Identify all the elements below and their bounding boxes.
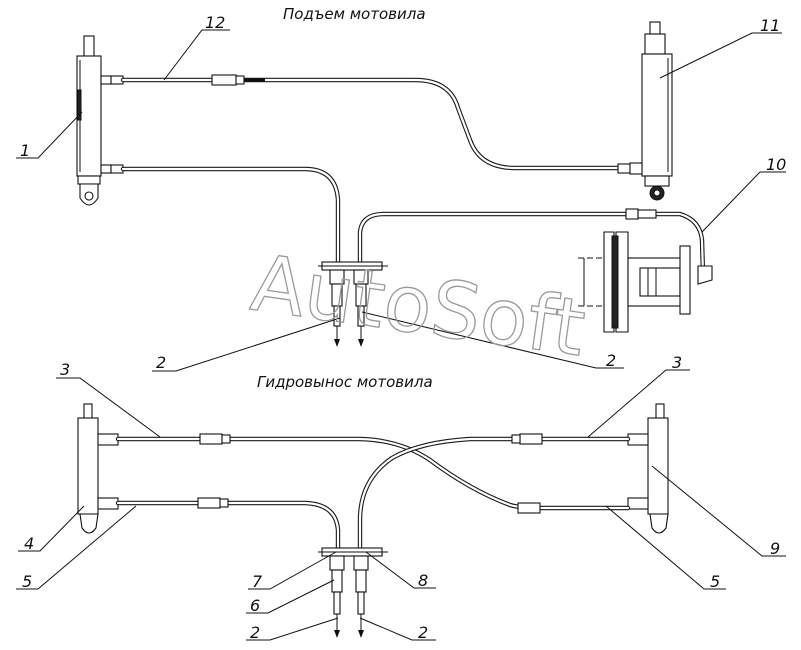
cylinder-1 bbox=[76, 35, 124, 206]
pipe-3-right bbox=[357, 433, 631, 551]
watermark-text: AutoSoft bbox=[246, 239, 590, 375]
title-reel-lift: Подъем мотовила bbox=[283, 5, 426, 23]
callout-1: 1 bbox=[20, 141, 30, 160]
reel-drive-assembly bbox=[578, 231, 691, 333]
callout-6: 6 bbox=[250, 596, 260, 615]
pipe-lift-return bbox=[120, 166, 341, 265]
callout-2-top-left: 2 bbox=[156, 353, 166, 372]
callout-5-right: 5 bbox=[710, 572, 720, 591]
pipe-5-left bbox=[115, 497, 341, 551]
callout-7: 7 bbox=[252, 572, 263, 591]
callout-9: 9 bbox=[770, 539, 780, 558]
callout-3-left: 3 bbox=[60, 360, 70, 379]
callout-12: 12 bbox=[205, 13, 225, 32]
callout-4: 4 bbox=[24, 534, 34, 553]
callout-2-top-right: 2 bbox=[606, 351, 616, 370]
callout-5-left: 5 bbox=[22, 572, 32, 591]
callout-10: 10 bbox=[766, 155, 786, 174]
leader-lines bbox=[16, 29, 786, 641]
callout-8: 8 bbox=[418, 571, 428, 590]
top-section bbox=[76, 21, 713, 347]
manifold-bottom bbox=[318, 547, 388, 638]
cylinder-11 bbox=[617, 21, 673, 201]
callout-11: 11 bbox=[760, 16, 780, 35]
callout-2-bottom-right: 2 bbox=[418, 623, 428, 642]
pipe-3-left bbox=[115, 433, 631, 514]
manifold-top bbox=[318, 261, 388, 347]
pipe-12 bbox=[120, 74, 621, 171]
title-reel-fore-aft: Гидровынос мотовила bbox=[257, 373, 433, 391]
pipe-10 bbox=[357, 208, 713, 285]
cylinder-4 bbox=[77, 403, 119, 534]
callout-3-right: 3 bbox=[672, 353, 682, 372]
bottom-section bbox=[77, 403, 669, 638]
callout-2-bottom-left: 2 bbox=[250, 623, 260, 642]
callouts: 1 12 11 10 2 2 3 3 4 5 5 9 7 8 6 2 2 bbox=[20, 13, 786, 642]
cylinder-9 bbox=[627, 403, 669, 534]
